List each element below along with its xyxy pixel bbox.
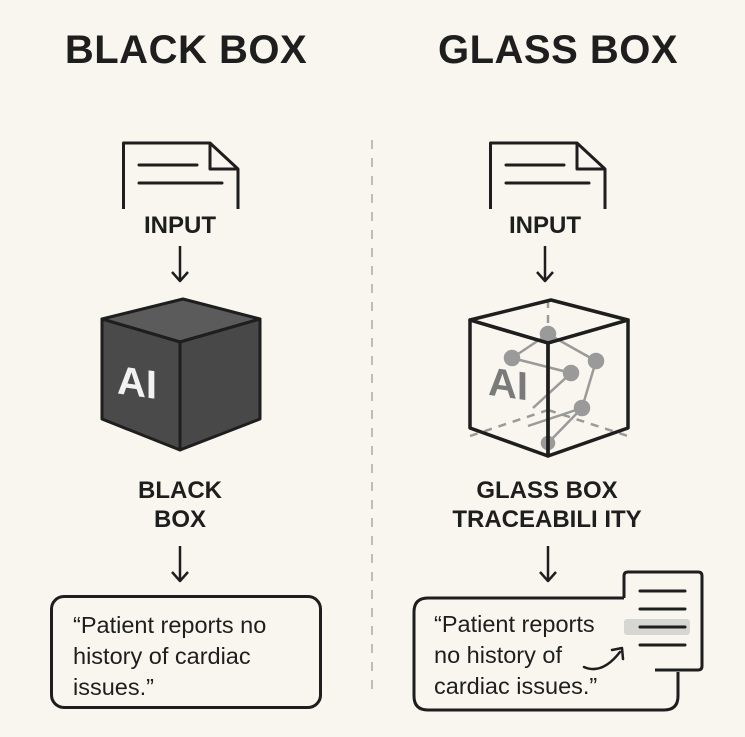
arrow-down-icon	[539, 546, 557, 583]
stage-label-line1: BLACK	[138, 477, 222, 504]
curved-arrow-icon	[582, 650, 622, 671]
arrow-down-icon	[171, 246, 189, 283]
stage-label-line1: GLASS BOX	[476, 477, 618, 504]
arrow-down-icon	[171, 546, 189, 583]
stage-label: GLASS BOX TRACEABILI ITY	[452, 476, 642, 534]
output-text: “Patient reports no history of cardiac i…	[434, 609, 597, 702]
output-line: history of cardiac	[73, 643, 251, 669]
network-graph	[503, 325, 605, 451]
cube-ai-label: AI	[117, 358, 157, 408]
document-icon	[122, 141, 240, 209]
stage-label: BLACK BOX	[110, 476, 250, 534]
traceable-output-frame	[412, 570, 704, 712]
output-line: no history of	[434, 642, 563, 668]
input-label: INPUT	[144, 212, 216, 239]
glass-cube-icon: AI	[468, 298, 630, 458]
output-line: “Patient reports	[434, 611, 595, 637]
cube-ai-label: AI	[488, 359, 528, 409]
output-box: “Patient reports no history of cardiac i…	[50, 595, 322, 709]
black-cube-icon: AI	[100, 297, 262, 452]
output-line: cardiac issues.”	[434, 673, 598, 699]
output-line: “Patient reports no	[73, 612, 267, 638]
input-label: INPUT	[509, 212, 581, 239]
output-line: issues.”	[73, 674, 154, 700]
glass-box-title: GLASS BOX	[437, 28, 679, 72]
stage-label-line2: TRACEABILI ITY	[452, 506, 642, 533]
black-box-title: BLACK BOX	[64, 28, 308, 72]
document-icon	[489, 141, 607, 209]
stage-label-line2: BOX	[153, 506, 206, 533]
arrow-down-icon	[536, 246, 554, 283]
